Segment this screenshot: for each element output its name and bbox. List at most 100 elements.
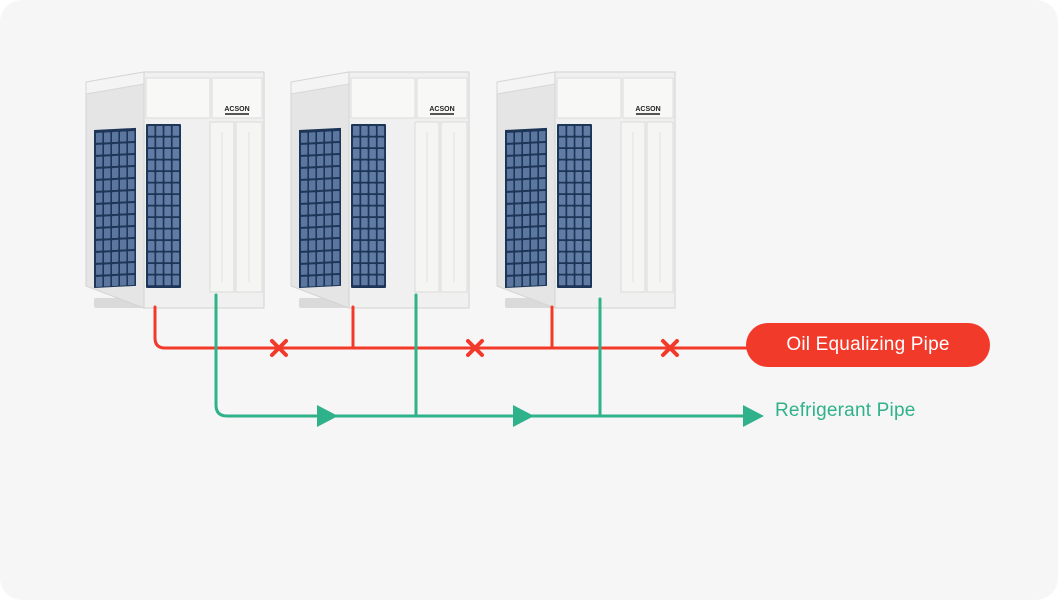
coil-cell	[353, 264, 360, 274]
coil-cell	[333, 263, 340, 274]
coil-cell	[515, 192, 522, 203]
coil-cell	[120, 203, 127, 214]
coil-cell	[583, 229, 591, 240]
coil-cell	[583, 218, 591, 228]
coil-cell	[164, 183, 171, 194]
refrigerant-pipe-label: Refrigerant Pipe	[775, 400, 916, 421]
coil-cell	[104, 156, 111, 167]
coil-cell	[333, 191, 340, 202]
coil-cell	[301, 252, 308, 263]
coil-cell	[531, 191, 538, 202]
coil-cell	[523, 275, 530, 287]
coil-cell	[128, 167, 135, 178]
coil-cell	[575, 264, 582, 274]
coil-cell	[164, 126, 171, 136]
coil-cell	[333, 155, 340, 166]
coil-cell	[156, 149, 163, 159]
coil-cell	[104, 168, 111, 179]
coil-cell	[507, 252, 514, 263]
coil-cell	[104, 264, 111, 275]
coil-cell	[156, 229, 163, 240]
coil-cell	[96, 216, 103, 227]
coil-cell	[515, 180, 522, 191]
coil-cell	[164, 229, 171, 240]
coil-cell	[128, 131, 135, 142]
coil-cell	[369, 195, 376, 205]
coil-cell	[353, 229, 360, 240]
coil-cell	[515, 216, 522, 227]
coil-cell	[317, 227, 324, 239]
coil-cell	[523, 203, 530, 215]
coil-cell	[104, 276, 111, 287]
coil-cell	[583, 241, 591, 251]
coil-cell	[104, 216, 111, 227]
x-mark-stroke	[661, 339, 679, 357]
coil-cell	[172, 137, 180, 148]
coil-cell	[333, 131, 340, 142]
coil-cell	[325, 179, 332, 190]
coil-cell	[559, 241, 566, 251]
coil-cell	[120, 251, 127, 262]
upper-panel-right	[622, 77, 674, 119]
coil-cell	[583, 264, 591, 274]
coil-cell	[377, 229, 385, 240]
coil-cell	[148, 275, 155, 286]
coil-cell	[567, 137, 574, 148]
coil-cell	[515, 276, 522, 287]
coil-cell	[353, 160, 360, 171]
coil-cell	[523, 131, 530, 143]
coil-cell	[325, 239, 332, 250]
coil-cell	[120, 167, 127, 178]
coil-cell	[583, 252, 591, 263]
coil-cell	[148, 241, 155, 251]
coil-cell	[369, 160, 376, 171]
coil-cell	[369, 275, 376, 286]
coil-cell	[317, 215, 324, 227]
coil-cell	[104, 144, 111, 155]
refrigerant-pipe-main	[214, 293, 747, 418]
coil-cell	[156, 206, 163, 217]
coil-cell	[309, 240, 316, 251]
coil-cell	[559, 229, 566, 240]
coil-cell	[369, 252, 376, 263]
coil-cell	[96, 204, 103, 215]
coil-cell	[531, 275, 538, 286]
coil-cell	[377, 160, 385, 171]
coil-cell	[575, 195, 582, 205]
coil-cell	[583, 126, 591, 136]
coil-cell	[128, 239, 135, 250]
coil-cell	[317, 179, 324, 191]
coil-cell	[156, 172, 163, 182]
coil-cell	[583, 183, 591, 194]
coil-cell	[317, 155, 324, 167]
coil-cell	[361, 252, 368, 263]
coil-cell	[369, 229, 376, 240]
coil-cell	[120, 215, 127, 226]
coil-cell	[96, 264, 103, 275]
coil-cell	[377, 172, 385, 182]
coil-cell	[361, 218, 368, 228]
coil-cell	[369, 241, 376, 251]
coil-cell	[539, 191, 546, 202]
coil-cell	[301, 132, 308, 143]
coil-cell	[325, 191, 332, 202]
coil-cell	[120, 143, 127, 154]
coil-cell	[317, 251, 324, 263]
coil-cell	[112, 155, 119, 167]
coil-cell	[96, 276, 103, 287]
coil-cell	[164, 264, 171, 274]
coil-cell	[539, 251, 546, 262]
coil-cell	[575, 275, 582, 286]
coil-cell	[112, 239, 119, 251]
coil-cell	[120, 263, 127, 274]
coil-cell	[361, 206, 368, 217]
coil-cell	[507, 180, 514, 191]
coil-cell	[353, 275, 360, 286]
front-coil-grid	[353, 126, 385, 286]
coil-cell	[567, 218, 574, 228]
coil-cell	[301, 192, 308, 203]
coil-cell	[172, 206, 180, 217]
side-coil	[505, 127, 547, 288]
coil-cell	[361, 126, 368, 136]
coil-cell	[148, 160, 155, 171]
